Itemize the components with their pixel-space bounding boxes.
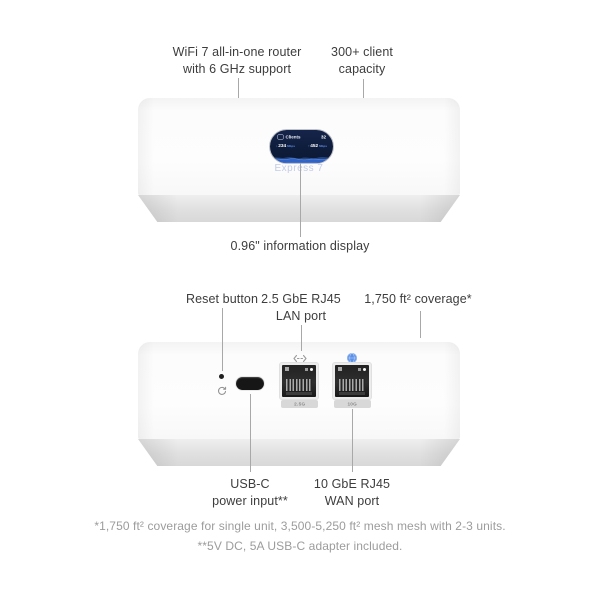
callout-coverage: 1,750 ft² coverage*: [364, 291, 472, 308]
callout-line-display: [300, 163, 301, 237]
callout-lan-port: 2.5 GbE RJ45 LAN port: [261, 291, 341, 324]
lan-port-opening: [282, 365, 316, 397]
callout-usbc-line2: power input**: [212, 493, 288, 508]
callout-line-reset: [222, 308, 223, 371]
callout-usbc-line1: USB-C: [230, 477, 270, 491]
callout-line-lan: [301, 325, 302, 351]
callout-lan-line2: LAN port: [275, 308, 327, 323]
callout-line-wan: [352, 409, 353, 472]
callout-client-capacity-line1: 300+ client: [331, 45, 393, 59]
upload-speed-value: 452: [310, 143, 319, 149]
callout-lan-line1: 2.5 GbE RJ45: [261, 292, 341, 306]
download-speed-value: 234: [278, 143, 287, 149]
callout-display: 0.96" information display: [231, 238, 370, 255]
router-back-view: 2.5G 10G: [138, 342, 460, 466]
port-reflection: [305, 368, 308, 371]
footnote-coverage: *1,750 ft² coverage for single unit, 3,5…: [94, 519, 506, 533]
callout-wifi7-line2: with 6 GHz support: [182, 61, 292, 76]
port-reflection: [285, 367, 289, 371]
router-front-body: Clients 32 ↓ 234 Mbps ↑ 452 Mbps: [138, 98, 460, 195]
display-clients-value: 32: [320, 134, 326, 140]
upload-speed-unit: Mbps: [319, 145, 327, 148]
callout-client-capacity-line2: capacity: [338, 61, 386, 76]
lan-port-badge: 2.5G: [281, 400, 318, 408]
port-shield: [286, 392, 312, 395]
wan-port-badge-text: 10G: [347, 401, 358, 407]
callout-wan: 10 GbE RJ45 WAN port: [314, 476, 390, 509]
wan-port-badge: 10G: [334, 400, 371, 408]
upload-arrow-icon: ↑: [307, 144, 310, 149]
lan-port: [280, 363, 318, 399]
callout-wifi7: WiFi 7 all-in-one router with 6 GHz supp…: [173, 44, 302, 77]
reset-arrow-icon: [218, 386, 227, 395]
model-label: Express 7: [274, 163, 324, 174]
lan-arrows-icon: [293, 354, 307, 363]
display-clients-label: Clients: [285, 134, 301, 140]
footnote-power: **5V DC, 5A USB-C adapter included.: [197, 539, 403, 553]
lan-port-pins: [286, 379, 312, 391]
router-back-body: 2.5G 10G: [138, 342, 460, 439]
usbc-port: [236, 377, 264, 390]
callout-display-text: 0.96" information display: [230, 239, 370, 253]
lan-port-led: [310, 368, 313, 371]
router-display-screen: Clients 32 ↓ 234 Mbps ↑ 452 Mbps: [270, 130, 333, 163]
callout-usbc: USB-C power input**: [212, 476, 288, 509]
callout-wan-line1: 10 GbE RJ45: [313, 477, 391, 491]
download-speed-unit: Mbps: [287, 145, 296, 148]
reset-button-hole: [219, 374, 224, 379]
wan-port-opening: [335, 365, 369, 397]
callout-line-coverage: [420, 311, 421, 338]
router-front-view: Clients 32 ↓ 234 Mbps ↑ 452 Mbps: [138, 98, 460, 222]
port-shield: [339, 392, 365, 395]
wan-port-led: [363, 368, 366, 371]
callout-wifi7-line1: WiFi 7 all-in-one router: [172, 45, 302, 59]
download-arrow-icon: ↓: [276, 144, 278, 149]
lan-port-badge-text: 2.5G: [293, 401, 306, 407]
callout-coverage-text: 1,750 ft² coverage*: [364, 292, 472, 306]
port-reflection: [358, 368, 361, 371]
display-content: Clients 32 ↓ 234 Mbps ↑ 452 Mbps: [270, 130, 333, 163]
callout-reset-button: Reset button: [186, 291, 258, 308]
callout-wan-line2: WAN port: [324, 493, 380, 508]
router-front-base: [138, 195, 460, 222]
callout-client-capacity: 300+ client capacity: [331, 44, 393, 77]
wan-port: [333, 363, 371, 399]
display-throughput-wave: [270, 157, 333, 163]
router-back-base: [138, 439, 460, 466]
callout-reset-text: Reset button: [185, 292, 259, 306]
display-clients-icon: [277, 134, 284, 140]
wan-port-pins: [339, 379, 365, 391]
callout-line-wifi7: [238, 78, 239, 98]
callout-line-client-capacity: [363, 79, 364, 98]
globe-icon: [347, 353, 357, 363]
port-reflection: [338, 367, 342, 371]
callout-line-usbc: [250, 394, 251, 472]
